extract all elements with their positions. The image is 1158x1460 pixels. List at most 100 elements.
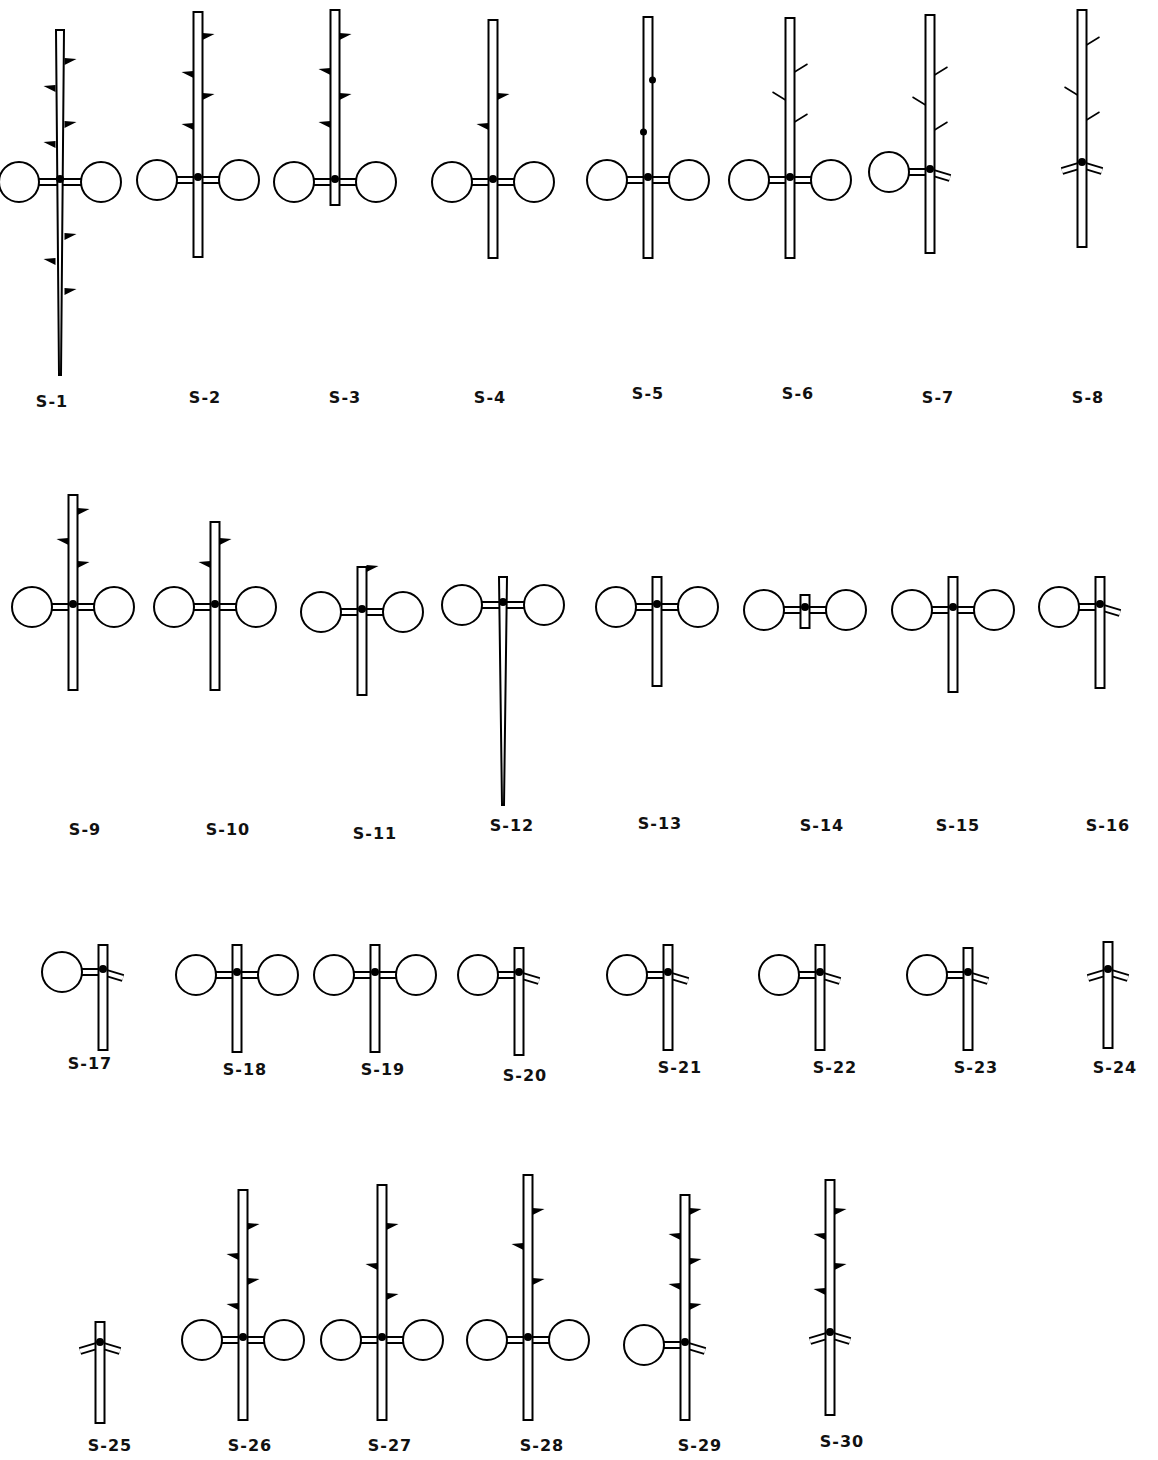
stage-label: S-21: [658, 1058, 702, 1077]
shoot-figure: [274, 10, 396, 205]
thorn: [65, 233, 77, 240]
stem: [378, 1185, 387, 1420]
stem: [358, 567, 367, 695]
node-dot: [56, 175, 64, 183]
node-dot: [681, 1338, 689, 1346]
stage-label: S-27: [368, 1436, 412, 1455]
stage-label: S-12: [490, 816, 534, 835]
fruit-circle: [729, 160, 769, 200]
stem: [515, 948, 524, 1055]
fruit-circle: [587, 160, 627, 200]
thorn: [65, 58, 77, 65]
node-dot: [99, 965, 107, 973]
thorn: [533, 1278, 545, 1285]
stage-label: S-30: [820, 1432, 864, 1451]
stage-label: S-17: [68, 1054, 112, 1073]
shoot-figure: [892, 577, 1014, 692]
fruit-circle: [869, 152, 909, 192]
stem: [239, 1190, 248, 1420]
stage-label: S-25: [88, 1436, 132, 1455]
fruit-circle: [596, 587, 636, 627]
shoot-figure: [137, 12, 259, 257]
shoot-figure: [907, 948, 988, 1050]
node-dot: [664, 968, 672, 976]
fruit-circle: [549, 1320, 589, 1360]
shoot-figure: [596, 577, 718, 686]
thorn: [814, 1288, 826, 1295]
spine: [1087, 112, 1100, 120]
node-dot: [826, 1328, 834, 1336]
node-dot: [239, 1333, 247, 1341]
shoot-figure: [182, 1190, 304, 1420]
thorn: [498, 93, 510, 100]
stage-label: S-14: [800, 816, 844, 835]
stem: [816, 945, 825, 1050]
node-dot: [499, 598, 507, 606]
fruit-circle: [467, 1320, 507, 1360]
shoot-figure: [744, 590, 866, 630]
stem: [664, 945, 673, 1050]
stem: [1078, 10, 1087, 247]
thorn: [248, 1223, 260, 1230]
stem: [653, 577, 662, 686]
stem: [69, 495, 78, 690]
thorn: [199, 561, 211, 568]
fruit-circle: [321, 1320, 361, 1360]
shoot-figure: [729, 18, 851, 258]
thorn: [248, 1278, 260, 1285]
shoot-figure: [1039, 577, 1120, 688]
stem: [56, 30, 64, 375]
bud: [649, 77, 656, 84]
stem: [331, 10, 340, 205]
node-dot: [1078, 158, 1086, 166]
node-dot: [816, 968, 824, 976]
thorn: [387, 1223, 399, 1230]
stage-label: S-19: [361, 1060, 405, 1079]
stem: [926, 15, 935, 253]
fruit-circle: [264, 1320, 304, 1360]
node-dot: [331, 175, 339, 183]
node-dot: [1096, 600, 1104, 608]
fruit-circle: [258, 955, 298, 995]
stem: [211, 522, 220, 690]
fruit-circle: [514, 162, 554, 202]
fruit-circle: [432, 162, 472, 202]
thorn: [690, 1208, 702, 1215]
fruit-circle: [826, 590, 866, 630]
node-dot: [949, 603, 957, 611]
fruit-circle: [137, 160, 177, 200]
stage-label: S-6: [782, 384, 814, 403]
shoot-figure: [869, 15, 950, 253]
node-dot: [194, 173, 202, 181]
thorn: [65, 288, 77, 295]
shoot-figure: [458, 948, 539, 1055]
thorn: [669, 1233, 681, 1240]
thorn: [78, 508, 90, 515]
fruit-circle: [356, 162, 396, 202]
stem: [826, 1180, 835, 1415]
stage-label: S-20: [503, 1066, 547, 1085]
stem: [99, 945, 108, 1050]
thorn: [835, 1208, 847, 1215]
spine: [1065, 87, 1078, 95]
thorn: [319, 121, 331, 128]
stage-label: S-8: [1072, 388, 1104, 407]
node-dot: [489, 175, 497, 183]
spine: [795, 64, 808, 72]
thorn: [367, 565, 379, 572]
shoot-figure: [154, 522, 276, 690]
node-dot: [378, 1333, 386, 1341]
thorn: [387, 1293, 399, 1300]
node-dot: [515, 968, 523, 976]
stage-label: S-3: [329, 388, 361, 407]
shoot-figure: [432, 20, 554, 258]
thorn: [477, 123, 489, 130]
node-dot: [358, 605, 366, 613]
fruit-circle: [314, 955, 354, 995]
node-dot: [964, 968, 972, 976]
node-dot: [524, 1333, 532, 1341]
fruit-circle: [811, 160, 851, 200]
thorn: [182, 123, 194, 130]
spine: [935, 67, 948, 75]
fruit-circle: [974, 590, 1014, 630]
